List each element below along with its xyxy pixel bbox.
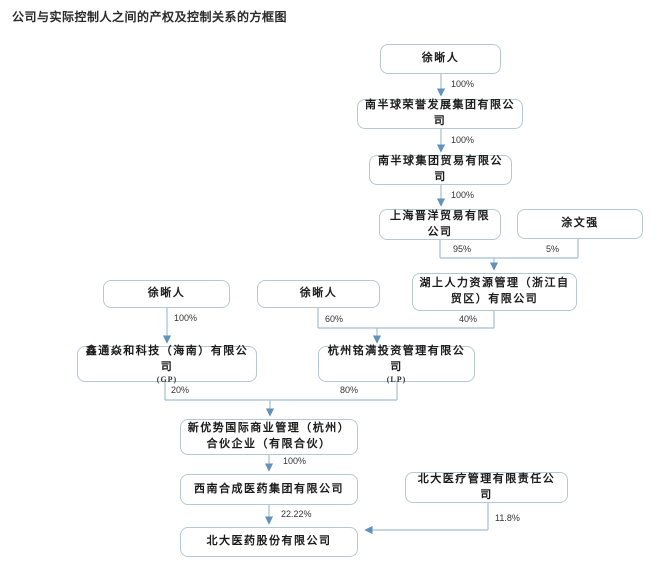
node-xu-mid: 徐晰人 bbox=[257, 280, 380, 308]
edge-label: 100% bbox=[174, 313, 198, 323]
node-label: 西南合成医药集团有限公司 bbox=[194, 482, 344, 495]
edge-label: 40% bbox=[459, 314, 478, 324]
node-label: 杭州铭满投资管理有限公司 bbox=[327, 344, 466, 373]
node-label: 南半球集团贸易有限公司 bbox=[378, 155, 503, 183]
edge-label: 60% bbox=[325, 314, 344, 324]
edge-label: 80% bbox=[340, 385, 359, 395]
edge-label: 100% bbox=[451, 135, 475, 145]
edge-label: 100% bbox=[451, 190, 475, 200]
node-xintong-yanhe: 鑫通焱和科技（海南）有限公司 (GP) bbox=[77, 344, 257, 384]
node-xu-top: 徐晰人 bbox=[380, 44, 501, 74]
node-label: 上海晋洋贸易有限公司 bbox=[390, 209, 490, 238]
node-shanghai-jinyang: 上海晋洋贸易有限公司 bbox=[379, 209, 501, 240]
node-xinan-hecheng: 西南合成医药集团有限公司 bbox=[180, 474, 358, 505]
edge-label: 11.8% bbox=[495, 513, 520, 523]
node-sublabel-gp: (GP) bbox=[156, 374, 178, 384]
node-label: 徐晰人 bbox=[147, 287, 186, 300]
node-label: 涂文强 bbox=[561, 217, 599, 230]
node-nanbanqiu-rongyu: 南半球荣誉发展集团有限公司 bbox=[357, 99, 523, 129]
edge-label: 100% bbox=[283, 456, 307, 466]
node-nanbanqiu-maoyi: 南半球集团贸易有限公司 bbox=[369, 155, 512, 185]
node-beida-yiliao: 北大医疗管理有限责任公司 bbox=[405, 472, 568, 503]
node-label: 北大医药股份有限公司 bbox=[206, 535, 332, 548]
node-beida-yiyao: 北大医药股份有限公司 bbox=[180, 527, 358, 557]
node-label: 北大医疗管理有限责任公司 bbox=[417, 472, 556, 501]
node-label: 徐晰人 bbox=[299, 287, 338, 300]
node-hangzhou-mingman: 杭州铭满投资管理有限公司 (LP) bbox=[318, 344, 475, 384]
node-tu-wenqiang: 涂文强 bbox=[517, 209, 643, 239]
edge-label: 5% bbox=[546, 244, 560, 254]
node-hushang-renli: 湖上人力资源管理（浙江自贸区）有限公司 bbox=[412, 273, 577, 311]
node-xinyoushi: 新优势国际商业管理（杭州）合伙企业（有限合伙） bbox=[180, 419, 358, 455]
edge-label: 95% bbox=[453, 244, 472, 254]
edge-label: 20% bbox=[171, 385, 190, 395]
diagram-title: 公司与实际控制人之间的产权及控制关系的方框图 bbox=[12, 10, 288, 24]
node-xu-left: 徐晰人 bbox=[103, 280, 230, 308]
node-label: 南半球荣誉发展集团有限公司 bbox=[365, 99, 515, 127]
edge-label: 22.22% bbox=[281, 509, 312, 519]
node-label: 鑫通焱和科技（海南）有限公司 bbox=[85, 344, 249, 373]
node-label: 徐晰人 bbox=[421, 52, 460, 65]
node-label: 新优势国际商业管理（杭州）合伙企业（有限合伙） bbox=[187, 422, 351, 450]
edge-label: 100% bbox=[451, 79, 475, 89]
node-sublabel-lp: (LP) bbox=[386, 374, 407, 384]
node-label: 湖上人力资源管理（浙江自贸区）有限公司 bbox=[419, 277, 570, 305]
